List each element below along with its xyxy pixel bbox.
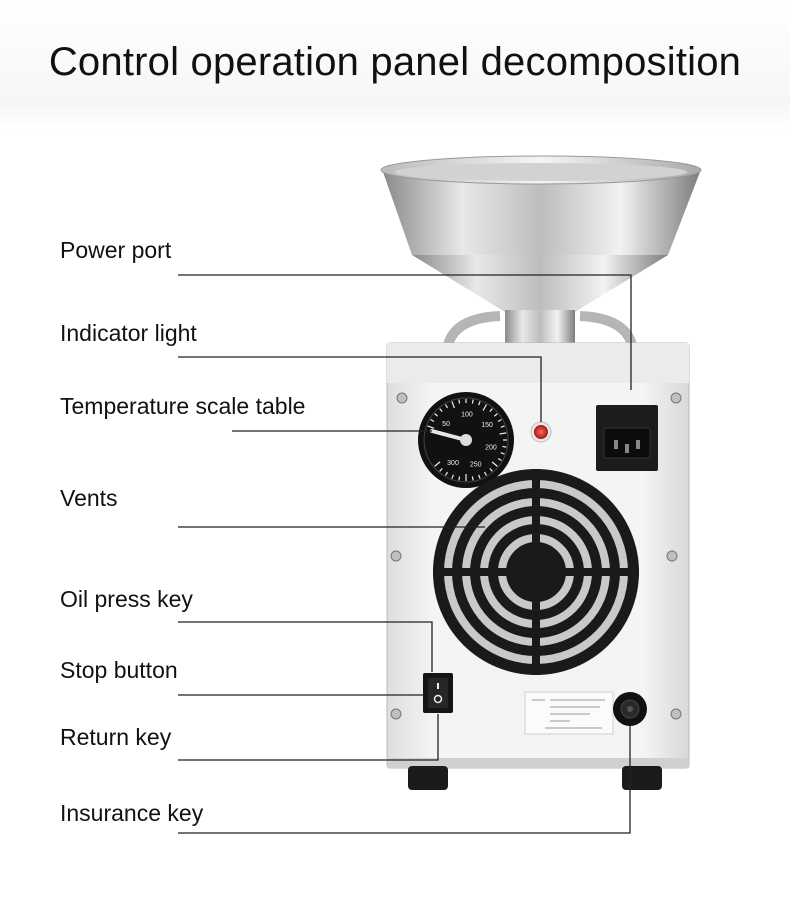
label-temperature-scale-table: Temperature scale table bbox=[60, 393, 306, 419]
dial-tick bbox=[502, 445, 507, 448]
dial-tick bbox=[430, 418, 435, 423]
dial-tick bbox=[458, 399, 461, 404]
label-indicator-light: Indicator light bbox=[60, 320, 197, 346]
nameplate bbox=[524, 691, 614, 735]
dial-tick bbox=[434, 413, 439, 417]
callout-line-oil-press-key bbox=[178, 621, 433, 672]
label-power-port: Power port bbox=[60, 237, 172, 263]
screw-icon bbox=[670, 708, 682, 720]
title-band bbox=[0, 0, 790, 130]
hopper-bowl bbox=[380, 155, 702, 312]
dial-tick bbox=[439, 467, 443, 472]
screw-icon bbox=[670, 392, 682, 404]
screw-icon bbox=[390, 550, 402, 562]
dial-tick bbox=[451, 401, 455, 409]
dial-knob bbox=[460, 434, 472, 446]
left-foot bbox=[408, 766, 448, 790]
dial-tick-label: 250 bbox=[470, 462, 482, 469]
dial-tick bbox=[427, 425, 435, 429]
page-title: Control operation panel decomposition bbox=[48, 40, 742, 84]
dial-tick bbox=[478, 474, 481, 479]
callout-lines bbox=[178, 274, 632, 834]
indicator-light bbox=[530, 421, 552, 443]
dial-tick bbox=[444, 471, 449, 476]
dial-tick bbox=[439, 408, 443, 413]
dial-tick bbox=[483, 471, 488, 476]
screw-icon bbox=[396, 392, 408, 404]
dial-tick-label: 50 bbox=[442, 421, 450, 428]
dial-tick bbox=[451, 474, 454, 479]
label-oil-press-key: Oil press key bbox=[60, 586, 193, 612]
dial-tick bbox=[444, 404, 449, 409]
label-insurance-key: Insurance key bbox=[60, 800, 204, 826]
dial-tick-label: 200 bbox=[485, 445, 497, 452]
dial-tick bbox=[434, 461, 441, 467]
callout-line-power-port bbox=[178, 274, 632, 390]
dial-tick-label: 100 bbox=[461, 412, 473, 419]
callout-line-insurance-key bbox=[178, 726, 631, 834]
dial-tick bbox=[471, 399, 474, 404]
dial-tick bbox=[499, 432, 507, 435]
dial-tick bbox=[489, 408, 493, 413]
dial-tick bbox=[497, 457, 502, 462]
fan-vent bbox=[433, 469, 639, 675]
dial-tick bbox=[471, 476, 474, 481]
temperature-dial[interactable]: 50 100 150 200 250 300 bbox=[418, 392, 514, 488]
feed-tube bbox=[443, 310, 637, 347]
dial-tick bbox=[458, 476, 461, 481]
callout-line-indicator-light bbox=[178, 356, 542, 422]
screw-icon bbox=[666, 550, 678, 562]
right-foot bbox=[622, 766, 662, 790]
label-return-key: Return key bbox=[60, 724, 172, 750]
dial-tick bbox=[482, 404, 488, 411]
dial-tick bbox=[493, 413, 498, 417]
dial-tick bbox=[500, 425, 505, 428]
dial-tick-label: 150 bbox=[481, 422, 493, 429]
callout-line-return-key bbox=[178, 714, 439, 761]
dial-tick bbox=[491, 461, 498, 467]
insurance-fuse-holder[interactable] bbox=[613, 692, 647, 726]
label-stop-button: Stop button bbox=[60, 657, 178, 683]
dial-tick bbox=[500, 452, 505, 455]
power-port[interactable] bbox=[596, 405, 658, 471]
label-vents: Vents bbox=[60, 485, 118, 511]
dial-tick bbox=[489, 467, 493, 472]
dial-tick bbox=[497, 418, 502, 423]
screw-icon bbox=[390, 708, 402, 720]
oil-press-rocker-switch[interactable] bbox=[423, 673, 453, 713]
dial-tick bbox=[478, 401, 481, 406]
dial-tick-label: 300 bbox=[447, 460, 459, 467]
